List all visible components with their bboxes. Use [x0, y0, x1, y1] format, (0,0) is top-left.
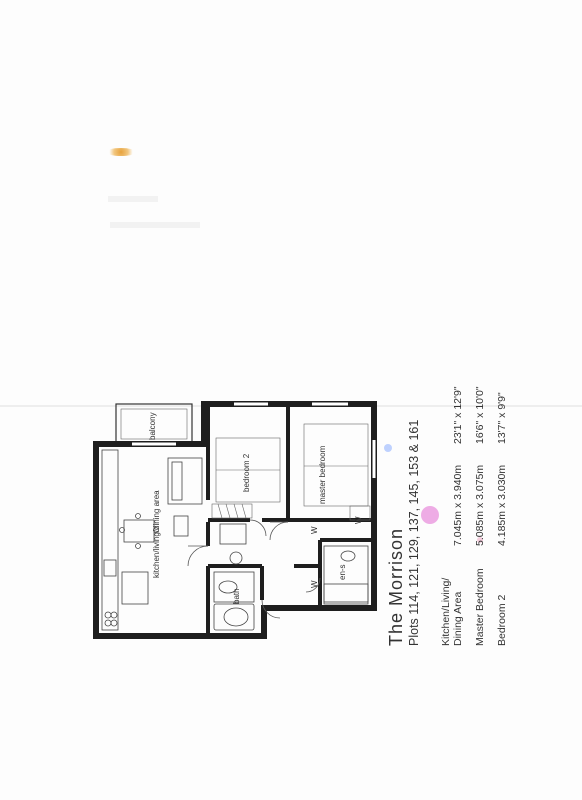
- room-metric-kitchen: 7.045m x 3.940m: [452, 464, 464, 546]
- faint-bleedthrough-mark: [108, 196, 158, 202]
- room-name-bedroom-2: Bedroom 2: [496, 594, 508, 646]
- interior-walls: [206, 404, 374, 636]
- room-name-kitchen: Kitchen/Living/: [440, 577, 452, 646]
- ensuite-label: en-s: [338, 564, 347, 580]
- room-metric-master: 5.085m x 3.075m: [474, 464, 486, 546]
- wardrobe-label: W: [310, 526, 319, 534]
- door-swings: [187, 519, 321, 619]
- kitchen-fittings: [101, 449, 203, 631]
- room-imperial-bedroom-2: 13'7" x 9'9": [496, 392, 508, 444]
- faint-bleedthrough-mark: [110, 222, 200, 228]
- ink-blot: [421, 506, 439, 524]
- room-name-kitchen-line2: Dining Area: [452, 591, 464, 646]
- master-bedroom-furniture: [303, 423, 371, 521]
- outer-wall: [93, 401, 377, 639]
- room-imperial-master: 16'6" x 10'0": [474, 386, 486, 444]
- ink-blot: [477, 537, 483, 543]
- windows: [132, 402, 376, 478]
- kitchen-label: kitchen/living/dining area: [152, 490, 161, 578]
- room-imperial-kitchen: 23'1" x 12'9": [452, 386, 464, 444]
- plots-line: Plots 114, 121, 129, 137, 145, 153 & 161: [407, 419, 421, 646]
- balcony-label: balcony: [148, 412, 157, 440]
- bedroom-2-furniture: [211, 437, 281, 519]
- wardrobe-label: W: [310, 580, 319, 588]
- bedroom-2-label: bedroom 2: [242, 453, 251, 492]
- bath-label: bath: [232, 588, 241, 604]
- room-metric-bedroom-2: 4.185m x 3.030m: [496, 464, 508, 546]
- stain-mark: [106, 148, 136, 156]
- room-name-master: Master Bedroom: [474, 568, 486, 646]
- wardrobe-label: W: [354, 516, 363, 524]
- bathroom-fittings: [213, 523, 369, 631]
- development-title: The Morrison: [386, 527, 406, 646]
- ink-blot: [384, 444, 392, 452]
- master-bedroom-label: master bedroom: [318, 445, 327, 504]
